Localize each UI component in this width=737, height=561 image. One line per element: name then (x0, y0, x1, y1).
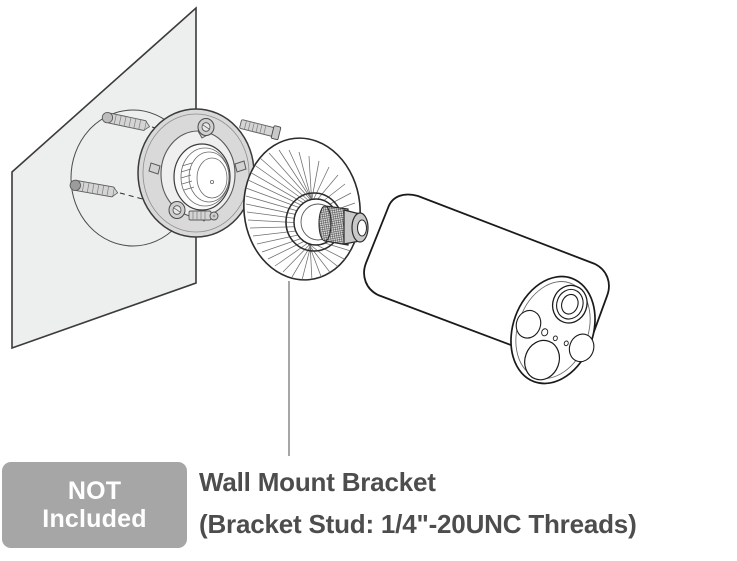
plate-screw-hole-lower (168, 201, 186, 219)
caption-line-1: Wall Mount Bracket (199, 467, 436, 497)
camera-sensor-right (568, 333, 595, 363)
mounting-plate-hub (173, 143, 231, 211)
mounting-plate (137, 108, 255, 238)
wall-anchor-upper (101, 111, 151, 131)
bracket-caption: Wall Mount Bracket (Bracket Stud: 1/4"-2… (199, 461, 729, 545)
camera-indicator-dot-3 (563, 340, 569, 347)
bracket-stud (318, 205, 369, 246)
not-included-badge: NOT Included (2, 462, 187, 548)
camera-lens (551, 284, 588, 324)
camera-sensor-left (515, 309, 542, 339)
plate-screw-hole-upper (197, 118, 215, 136)
caption-line-2: (Bracket Stud: 1/4"-20UNC Threads) (199, 509, 637, 539)
camera-speaker (524, 339, 561, 381)
camera-indicator-dot-2 (552, 335, 558, 342)
plate-bottom-screw (188, 210, 219, 221)
camera-body (363, 193, 610, 385)
camera-indicator-dot-1 (541, 328, 549, 337)
wall-anchor-lower (69, 179, 119, 198)
side-screw (239, 119, 282, 141)
badge-line-2: Included (42, 505, 147, 533)
badge-line-1: NOT (67, 477, 122, 505)
wall-panel (11, 6, 197, 350)
